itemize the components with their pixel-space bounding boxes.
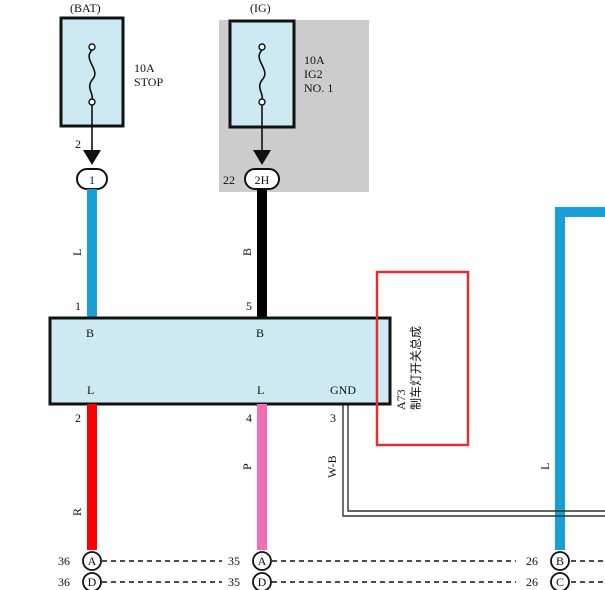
- junction-letter: D: [258, 575, 267, 589]
- connector-2h-label: 2H: [255, 173, 270, 187]
- junction-pin: 36: [58, 575, 70, 589]
- junction-pin: 26: [526, 554, 538, 568]
- junction-letter: D: [88, 575, 97, 589]
- junction-letter: A: [258, 554, 267, 568]
- wire-out-mid-color: P: [240, 463, 254, 470]
- junction-connector[interactable]: [252, 572, 272, 590]
- ig-source-label: (IG): [250, 1, 271, 15]
- switch-name: 制车灯开关总成: [408, 326, 423, 410]
- arrow-down-icon: [83, 150, 101, 165]
- arrow-down-icon: [253, 150, 271, 165]
- junction-letter: C: [556, 575, 564, 589]
- junction-pin: 35: [228, 554, 240, 568]
- switch-code: A73: [394, 389, 408, 410]
- junction-pin: 35: [228, 575, 240, 589]
- wire-gnd-color: W-B: [325, 455, 339, 478]
- switch-pin-1: 1: [75, 299, 81, 313]
- switch-pin-3: 3: [330, 411, 336, 425]
- terminal-l-mid: L: [257, 383, 264, 397]
- stop-fuse-rating: 10A: [134, 61, 155, 75]
- terminal-b-left: B: [86, 326, 94, 340]
- terminal-gnd: GND: [330, 383, 356, 397]
- wire-gnd-inner: [347, 404, 605, 512]
- junction-connector[interactable]: [82, 572, 102, 590]
- switch-pin-4: 4: [246, 411, 252, 425]
- ig2-fuse-name-2: NO. 1: [304, 81, 333, 95]
- wire-right-color: L: [538, 463, 552, 470]
- junction-connector[interactable]: [550, 551, 570, 571]
- junction-pin: 26: [526, 575, 538, 589]
- highlight-box: [375, 270, 470, 447]
- wire-out-left-color: R: [70, 508, 84, 516]
- wire-left-color: L: [70, 249, 84, 256]
- fuse-element-icon: [88, 43, 96, 106]
- connector-1-label: 1: [89, 173, 95, 187]
- switch-pin-5: 5: [246, 299, 252, 313]
- stop-fuse-name: STOP: [134, 75, 163, 89]
- ig2-fuse-name: IG2: [304, 67, 323, 81]
- wire-gnd-outer[interactable]: [342, 404, 605, 517]
- connector-2h-pin: 22: [223, 173, 235, 187]
- stop-light-switch[interactable]: [48, 316, 392, 406]
- wire-blue-right[interactable]: [555, 207, 605, 550]
- bat-source-label: (BAT): [70, 1, 101, 15]
- wire-mid-color: B: [240, 248, 254, 256]
- junction-connector[interactable]: [82, 551, 102, 571]
- terminal-b-mid: B: [256, 326, 264, 340]
- junction-pin: 36: [58, 554, 70, 568]
- junction-connector[interactable]: [252, 551, 272, 571]
- stop-fuse-pin: 2: [75, 137, 81, 151]
- junction-connector[interactable]: [550, 572, 570, 590]
- ig2-fuse-rating: 10A: [304, 53, 325, 67]
- junction-letter: B: [556, 554, 564, 568]
- terminal-l-left: L: [87, 383, 94, 397]
- junction-letter: A: [88, 554, 97, 568]
- switch-pin-2: 2: [75, 411, 81, 425]
